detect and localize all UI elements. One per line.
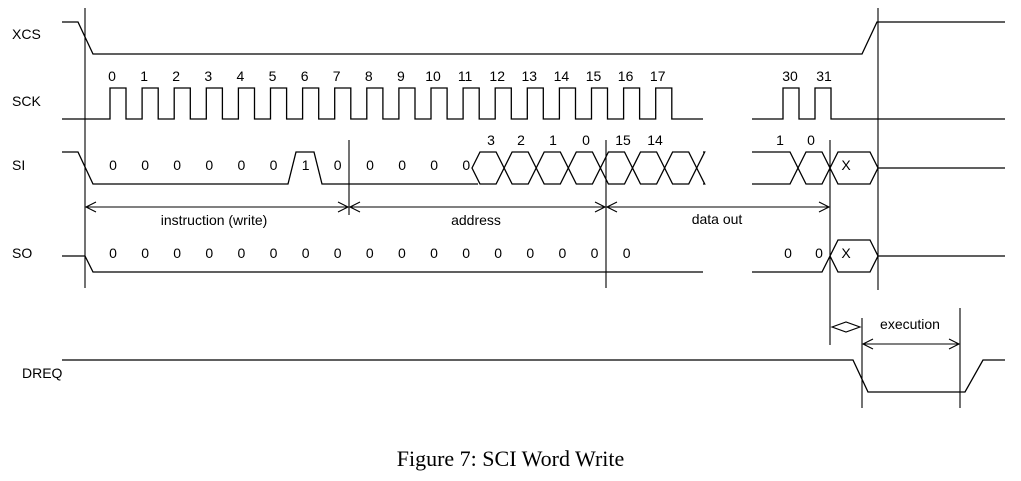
si-bit: 0: [430, 157, 438, 173]
so-bit: 0: [109, 245, 117, 261]
si-bus-cell: [599, 151, 634, 185]
si-bit: 0: [366, 157, 374, 173]
sck-number: 10: [425, 68, 441, 84]
phase-label-instruction: instruction (write): [161, 212, 268, 228]
so-bit: 0: [591, 245, 599, 261]
si-bit: 0: [205, 157, 213, 173]
si-bus-cell: [663, 151, 698, 185]
si-tail-lead: [752, 151, 799, 185]
sck-number: 16: [618, 68, 634, 84]
so-bit: 0: [334, 245, 342, 261]
so-tail-trace: [752, 239, 879, 273]
si-bit: 1: [302, 157, 310, 173]
so-dont-care: X: [841, 245, 851, 261]
so-bit: 0: [270, 245, 278, 261]
sck-number: 14: [554, 68, 570, 84]
sck-number: 15: [586, 68, 602, 84]
so-low-trace: [62, 255, 703, 273]
phase-label-execution: execution: [880, 316, 940, 332]
sck-number: 0: [108, 68, 116, 84]
so-bit: 0: [238, 245, 246, 261]
so-waveform: 0 0 0 0 0 0 0 0 0 0 0 0 0 0 0 0 0 0 0 X: [62, 239, 1005, 273]
phase-label-data: data out: [692, 211, 743, 227]
si-bit-index: 2: [517, 132, 525, 148]
si-bus-tail: [696, 151, 706, 185]
signal-label-sck: SCK: [12, 93, 41, 109]
dreq-waveform: [62, 359, 1005, 393]
sck-number: 12: [489, 68, 505, 84]
si-bit-index: 0: [582, 132, 590, 148]
sck-number: 11: [458, 68, 473, 84]
si-bit-index: 0: [807, 132, 815, 148]
so-bit: 0: [462, 245, 470, 261]
so-bit: 0: [205, 245, 213, 261]
sck-number: 30: [782, 68, 798, 84]
so-bit: 0: [430, 245, 438, 261]
si-bit: 0: [398, 157, 406, 173]
so-bit: 0: [784, 245, 792, 261]
so-bit: 0: [173, 245, 181, 261]
si-bus-cell: [471, 151, 505, 185]
si-bus-cell: [631, 151, 666, 185]
si-bit: 0: [270, 157, 278, 173]
sck-number: 9: [397, 68, 405, 84]
sck-number: 7: [333, 68, 341, 84]
delay-diamond: [830, 321, 862, 333]
si-dont-care-cell: [829, 151, 879, 185]
si-bus-cell: [567, 151, 602, 185]
figure-caption: Figure 7: SCI Word Write: [396, 446, 625, 471]
si-bit: 0: [173, 157, 181, 173]
si-bus-cell: [535, 151, 570, 185]
phase-label-address: address: [451, 212, 501, 228]
so-bit: 0: [398, 245, 406, 261]
signal-label-so: SO: [12, 245, 32, 261]
so-bit: 0: [815, 245, 823, 261]
si-bit-0-cell: [797, 151, 831, 185]
so-bit: 0: [302, 245, 310, 261]
phase-arrows: [84, 201, 961, 350]
si-bit-index: 1: [776, 132, 784, 148]
xcs-waveform: [62, 21, 1005, 55]
sck-waveform: [62, 87, 1005, 120]
sck-number: 31: [816, 68, 832, 84]
si-bit: 0: [334, 157, 342, 173]
sck-number: 8: [365, 68, 373, 84]
sck-number: 5: [269, 68, 277, 84]
si-bit: 0: [109, 157, 117, 173]
si-bit-index: 14: [647, 132, 663, 148]
sck-number: 1: [140, 68, 148, 84]
si-bit: 0: [462, 157, 470, 173]
si-bit-index: 15: [615, 132, 631, 148]
so-bit: 0: [623, 245, 631, 261]
so-bit: 0: [559, 245, 567, 261]
signal-label-xcs: XCS: [12, 26, 41, 42]
si-bit: 0: [141, 157, 149, 173]
si-bit: 0: [238, 157, 246, 173]
sck-number: 13: [522, 68, 538, 84]
signal-label-dreq: DREQ: [22, 365, 63, 381]
sck-number: 2: [172, 68, 180, 84]
si-dont-care: X: [841, 157, 851, 173]
guide-lines: [84, 8, 961, 408]
so-bit: 0: [494, 245, 502, 261]
so-bit: 0: [366, 245, 374, 261]
sck-number: 4: [237, 68, 245, 84]
sck-number: 17: [650, 68, 666, 84]
sck-number: 3: [204, 68, 212, 84]
so-bit: 0: [526, 245, 534, 261]
si-low-trace: [62, 151, 478, 185]
si-bit-index: 1: [549, 132, 557, 148]
si-bit-index: 3: [487, 132, 495, 148]
signal-label-si: SI: [12, 157, 25, 173]
sck-number: 6: [301, 68, 309, 84]
si-bus-cell: [503, 151, 537, 185]
so-bit: 0: [141, 245, 149, 261]
